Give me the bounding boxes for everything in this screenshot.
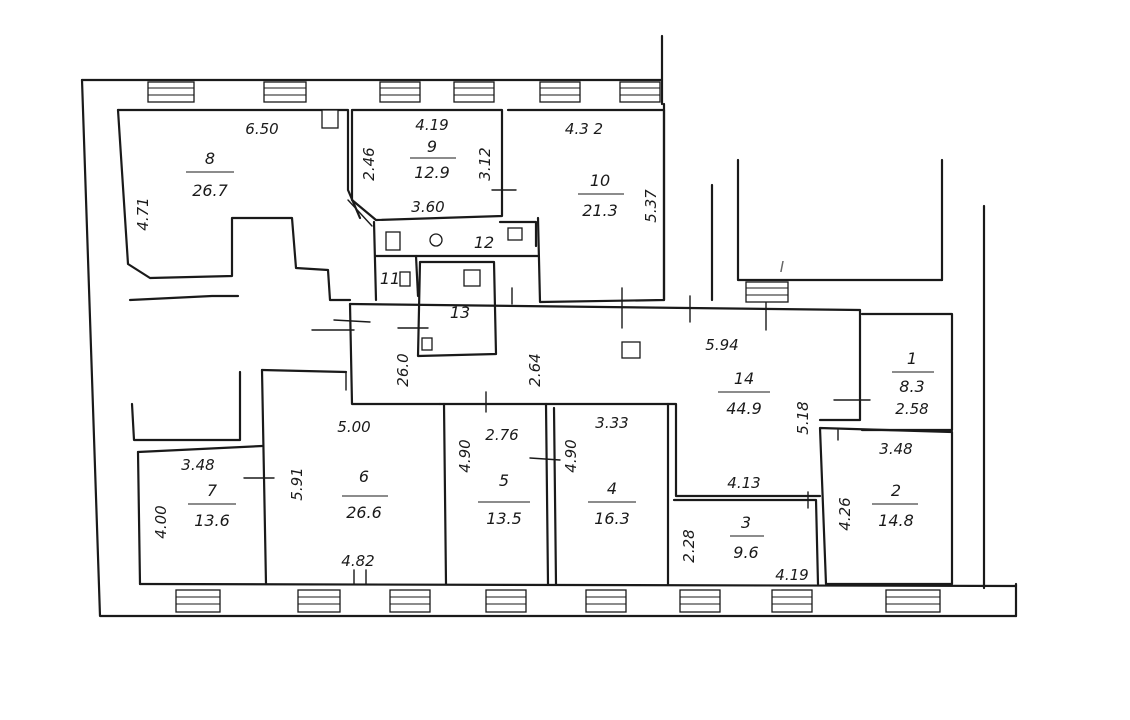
dimension-label: 4.82: [341, 552, 374, 570]
dimension-label: 5.00: [337, 418, 370, 436]
dimension-label: 26.0: [394, 353, 412, 386]
window-bottom-7: [771, 589, 813, 613]
window-bottom-4: [485, 589, 527, 613]
column-square: [399, 271, 411, 287]
room-12-number: 12: [474, 233, 494, 252]
room-11-number: 11: [380, 269, 400, 288]
room-3-label: 3 9.6: [730, 513, 764, 562]
room-14-label: 14 44.9: [718, 369, 770, 418]
room-9-label: 9 12.9: [410, 137, 456, 182]
section-mark: I: [780, 258, 785, 276]
outer-walls: [80, 34, 1018, 618]
room-number: 9: [427, 137, 437, 156]
room-area: 26.6: [346, 503, 382, 522]
dimension-label: 6.50: [245, 120, 278, 138]
window-top-5: [539, 81, 581, 103]
room-number: 3: [741, 513, 751, 532]
dimension-label: 4.19: [415, 116, 448, 134]
dimension-label: 2.28: [680, 529, 698, 562]
room-5-label: 5 13.5: [478, 471, 530, 528]
column-square: [421, 337, 433, 351]
dimension-label: 3.33: [595, 414, 628, 432]
room-6-label: 6 26.6: [342, 467, 388, 522]
window-bottom-6: [679, 589, 721, 613]
windows: [147, 81, 941, 613]
dimension-label: 3.48: [181, 456, 214, 474]
vent-shaft: [507, 227, 523, 241]
room-area: 44.9: [726, 399, 762, 418]
room-area: 14.8: [878, 511, 914, 530]
room-number: 7: [207, 481, 218, 500]
room-area: 16.3: [594, 509, 630, 528]
room-number: 5: [499, 471, 509, 490]
dimension-label: 4.19: [775, 566, 808, 584]
dimension-label: 4.3 2: [565, 120, 603, 138]
room-10-label: 10 21.3: [578, 171, 624, 220]
room-area: 13.6: [194, 511, 230, 530]
room-area: 26.7: [192, 181, 228, 200]
dimension-label: 4.90: [562, 439, 580, 472]
room-area: 21.3: [582, 201, 618, 220]
sink-icon: [385, 231, 401, 251]
dimension-label: 3.12: [476, 147, 494, 180]
dimension-label: 5.94: [705, 336, 738, 354]
stove-icon: [463, 269, 481, 287]
window-top-3: [379, 81, 421, 103]
room-number: 10: [590, 171, 610, 190]
dimension-labels: 6.50 4.71 4.19 2.46 3.12 3.60 4.3 2 5.37…: [134, 116, 929, 584]
window-top-1: [147, 81, 195, 103]
room-1-label: 1 8.3: [892, 349, 934, 396]
room-number: 14: [734, 369, 754, 388]
room-area: 13.5: [486, 509, 522, 528]
room-area: 9.6: [733, 543, 758, 562]
window-bottom-1: [175, 589, 221, 613]
window-top-right: [745, 281, 789, 303]
room-number: 6: [359, 467, 369, 486]
room-number: 8: [205, 149, 215, 168]
room-8-label: 8 26.7: [186, 149, 234, 200]
toilet-icon: [429, 233, 443, 247]
fixtures: [321, 109, 641, 359]
column-square: [321, 109, 339, 129]
window-bottom-2: [297, 589, 341, 613]
dimension-label: 4.13: [727, 474, 760, 492]
dimension-label: 2.46: [360, 147, 378, 180]
window-bottom-8: [885, 589, 941, 613]
dimension-label: 5.37: [642, 189, 660, 223]
room-7-label: 7 13.6: [188, 481, 236, 530]
dimension-label: 3.60: [411, 198, 444, 216]
dimension-label: 5.18: [794, 401, 812, 434]
window-top-2: [263, 81, 307, 103]
dimension-label: 2.58: [895, 400, 928, 418]
room-labels: 1 8.3 2 14.8 3 9.6 4 16.3 5 13.5 6 26.6: [186, 137, 934, 562]
window-top-6: [619, 81, 661, 103]
door-marks: [243, 189, 871, 585]
dimension-label: 4.90: [456, 439, 474, 472]
dimension-label: 4.71: [134, 197, 152, 230]
room-number: 4: [607, 479, 617, 498]
room-area: 8.3: [899, 377, 924, 396]
room-13-number: 13: [450, 303, 470, 322]
window-bottom-5: [585, 589, 627, 613]
dimension-label: 4.00: [152, 505, 170, 538]
dimension-label: 2.64: [526, 353, 544, 386]
room-2-label: 2 14.8: [872, 481, 918, 530]
dimension-label: 3.48: [879, 440, 912, 458]
room-4-label: 4 16.3: [588, 479, 636, 528]
dimension-label: 2.76: [485, 426, 518, 444]
room-number: 1: [907, 349, 917, 368]
room-area: 12.9: [414, 163, 450, 182]
window-top-4: [453, 81, 495, 103]
interior-walls: [116, 108, 1018, 588]
dimension-label: 5.91: [288, 467, 306, 500]
window-bottom-3: [389, 589, 431, 613]
column-square: [621, 341, 641, 359]
room-number: 2: [891, 481, 901, 500]
dimension-label: 4.26: [836, 497, 854, 530]
